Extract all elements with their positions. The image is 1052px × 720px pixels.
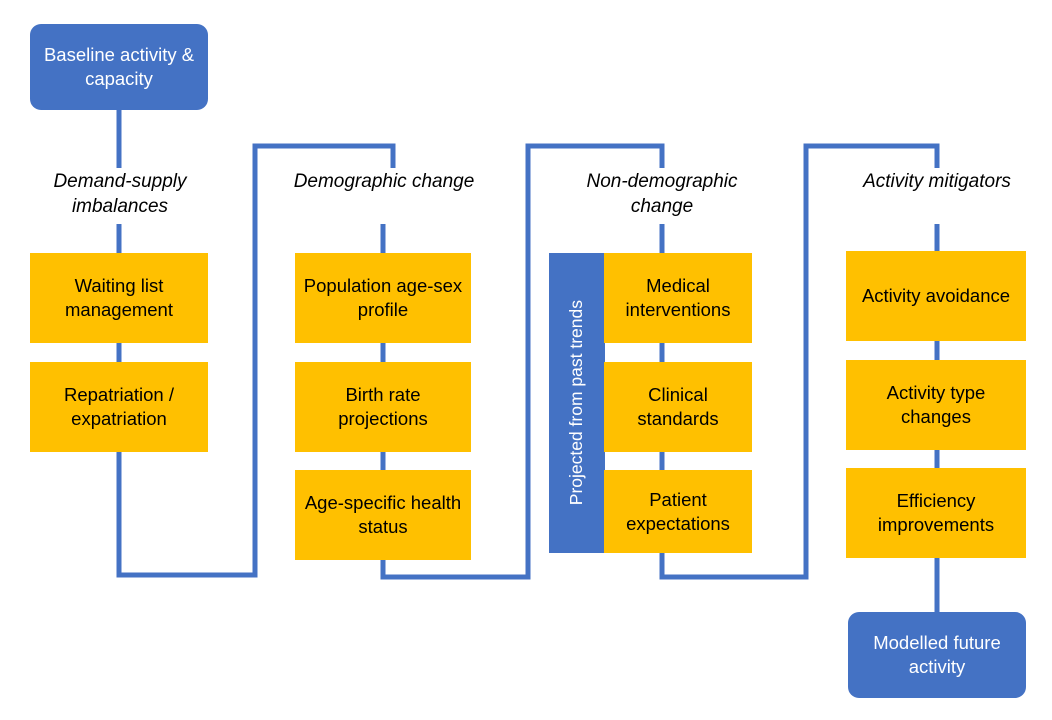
group-label-text: Activity mitigators bbox=[863, 171, 1011, 192]
node-label: Age-specific health status bbox=[304, 492, 462, 537]
node-activity-type-changes[interactable]: Activity type changes bbox=[846, 360, 1026, 450]
node-label: Birth rate projections bbox=[338, 384, 428, 429]
group-label-text: Demand-supply imbalances bbox=[53, 171, 187, 217]
node-label: Patient expectations bbox=[626, 488, 730, 534]
node-baseline-activity-capacity[interactable]: Baseline activity & capacity bbox=[30, 24, 208, 110]
node-population-age-sex-profile[interactable]: Population age-sex profile bbox=[295, 253, 471, 343]
group-label-demand-supply-imbalances: Demand-supply imbalances bbox=[24, 170, 216, 219]
node-label: Projected from past trends bbox=[566, 300, 587, 506]
group-label-text: Non-demographic change bbox=[586, 171, 738, 217]
node-label: Clinical standards bbox=[637, 384, 719, 429]
node-label: Activity type changes bbox=[886, 382, 986, 427]
node-repatriation-expatriation[interactable]: Repatriation / expatriation bbox=[30, 362, 208, 452]
node-label: Medical interventions bbox=[625, 275, 731, 320]
group-label-activity-mitigators: Activity mitigators bbox=[846, 170, 1028, 195]
node-birth-rate-projections[interactable]: Birth rate projections bbox=[295, 362, 471, 452]
node-label: Activity avoidance bbox=[861, 285, 1011, 307]
node-label: Population age-sex profile bbox=[303, 275, 463, 320]
node-label: Efficiency improvements bbox=[877, 490, 995, 535]
node-label: Repatriation / expatriation bbox=[63, 384, 175, 429]
node-age-specific-health-status[interactable]: Age-specific health status bbox=[295, 470, 471, 560]
node-label: Waiting list management bbox=[65, 275, 173, 320]
node-patient-expectations[interactable]: Patient expectations bbox=[604, 470, 752, 553]
group-label-demographic-change: Demographic change bbox=[290, 170, 478, 195]
node-clinical-standards[interactable]: Clinical standards bbox=[604, 362, 752, 452]
node-efficiency-improvements[interactable]: Efficiency improvements bbox=[846, 468, 1026, 558]
node-medical-interventions[interactable]: Medical interventions bbox=[604, 253, 752, 343]
node-waiting-list-management[interactable]: Waiting list management bbox=[30, 253, 208, 343]
node-projected-from-past-trends[interactable]: Projected from past trends bbox=[549, 253, 605, 553]
node-modelled-future-activity[interactable]: Modelled future activity bbox=[848, 612, 1026, 698]
group-label-non-demographic-change: Non-demographic change bbox=[560, 170, 764, 219]
node-activity-avoidance[interactable]: Activity avoidance bbox=[846, 251, 1026, 341]
node-label: Modelled future activity bbox=[873, 632, 1001, 677]
group-label-text: Demographic change bbox=[293, 171, 475, 192]
node-label: Baseline activity & capacity bbox=[43, 44, 195, 89]
